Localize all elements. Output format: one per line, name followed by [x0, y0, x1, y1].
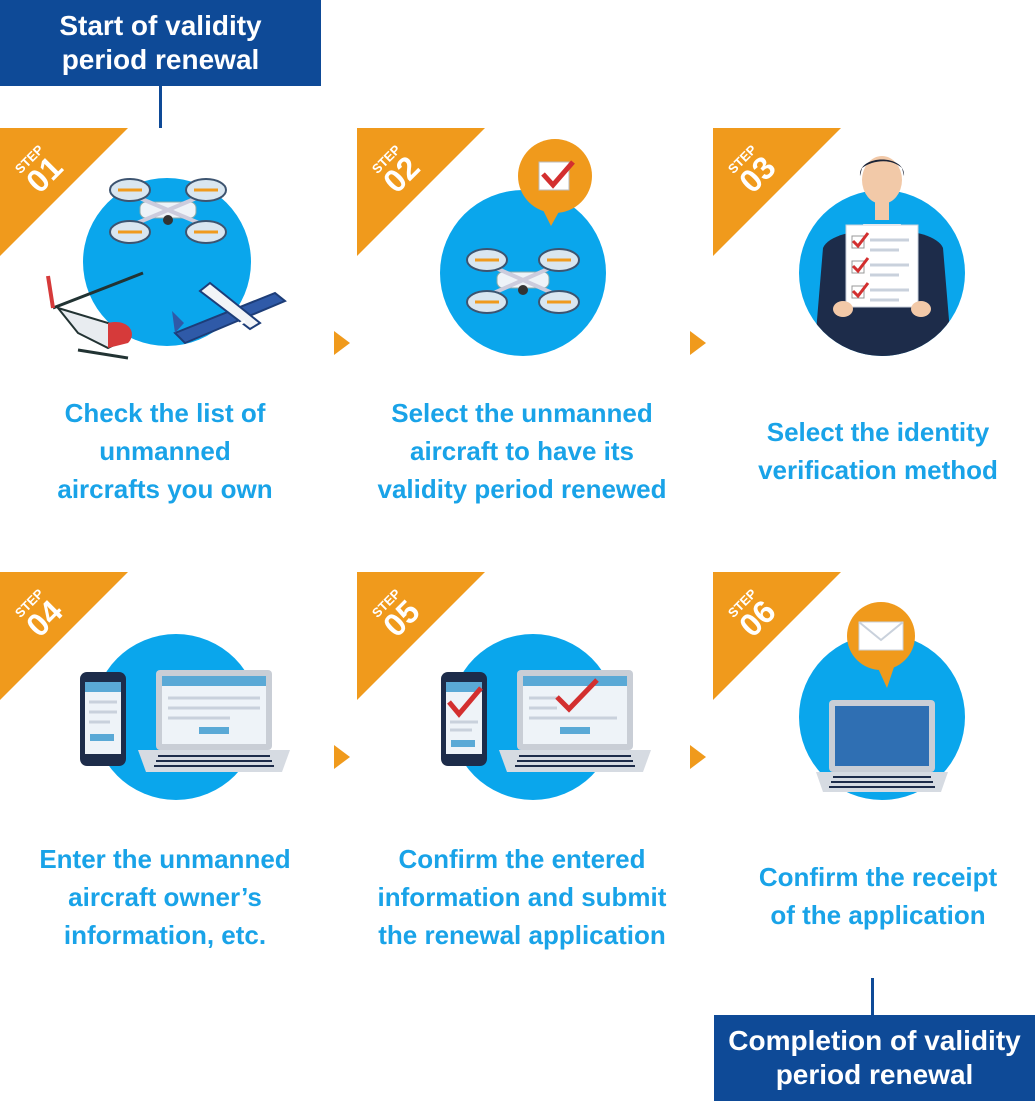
- caption-line: aircrafts you own: [57, 474, 273, 504]
- step-caption: Select the identity verification method: [713, 413, 1035, 489]
- step-02: STEP 02 Select the un: [357, 128, 687, 538]
- step-ribbon: STEP 02: [357, 128, 487, 258]
- step-caption: Confirm the receipt of the application: [713, 858, 1035, 934]
- caption-line: validity period renewed: [377, 474, 667, 504]
- step-ribbon: STEP 05: [357, 572, 487, 702]
- step-caption: Select the unmanned aircraft to have its…: [357, 394, 687, 508]
- step-01: STEP 01: [0, 128, 330, 538]
- start-box-line1: Start of validity: [59, 10, 262, 41]
- caption-line: Confirm the receipt: [758, 862, 998, 892]
- step-caption: Confirm the entered information and subm…: [357, 840, 687, 954]
- caption-line: of the application: [770, 900, 986, 930]
- step-ribbon: STEP 03: [713, 128, 843, 258]
- step-06: STEP 06 Confirm the receipt of the appli…: [713, 572, 1035, 982]
- phone-laptop-form-icon: [80, 670, 290, 772]
- next-arrow-icon: [690, 331, 706, 355]
- start-box: Start of validity period renewal: [0, 0, 321, 86]
- start-box-line2: period renewal: [61, 44, 260, 75]
- caption-line: information, etc.: [63, 920, 267, 950]
- step-03: STEP 03 Select the identity verif: [713, 128, 1035, 538]
- caption-line: verification method: [758, 455, 998, 485]
- next-arrow-icon: [334, 331, 350, 355]
- end-box-line1: Completion of validity: [728, 1025, 1021, 1056]
- step-caption: Check the list of unmanned aircrafts you…: [0, 394, 330, 508]
- connector-line-top: [159, 86, 162, 128]
- phone-laptop-check-icon: [441, 670, 651, 772]
- caption-line: the renewal application: [378, 920, 666, 950]
- step-caption: Enter the unmanned aircraft owner’s info…: [0, 840, 330, 954]
- end-box: Completion of validity period renewal: [714, 1015, 1035, 1101]
- step-ribbon: STEP 01: [0, 128, 130, 258]
- next-arrow-icon: [334, 745, 350, 769]
- step-04: STEP 04 Enter the unmanned aircraft owne…: [0, 572, 330, 982]
- caption-line: Check the list of: [64, 398, 266, 428]
- step-ribbon: STEP 04: [0, 572, 130, 702]
- caption-line: information and submit: [377, 882, 667, 912]
- caption-line: aircraft to have its: [410, 436, 634, 466]
- end-box-line2: period renewal: [775, 1059, 974, 1090]
- caption-line: Select the identity: [766, 417, 990, 447]
- next-arrow-icon: [690, 745, 706, 769]
- caption-line: Enter the unmanned: [39, 844, 291, 874]
- drone-checkmark-icon: [466, 139, 592, 314]
- caption-line: Select the unmanned: [391, 398, 653, 428]
- caption-line: Confirm the entered: [398, 844, 646, 874]
- person-checklist-icon: [813, 156, 953, 356]
- caption-line: unmanned: [99, 436, 231, 466]
- step-ribbon: STEP 06: [713, 572, 843, 702]
- step-05: STEP 05 Confirm the entered information …: [357, 572, 687, 982]
- caption-line: aircraft owner’s: [68, 882, 262, 912]
- connector-line-bottom: [871, 978, 874, 1015]
- drone-helicopter-airplane-icon: [46, 178, 287, 360]
- laptop-mail-icon: [816, 602, 948, 792]
